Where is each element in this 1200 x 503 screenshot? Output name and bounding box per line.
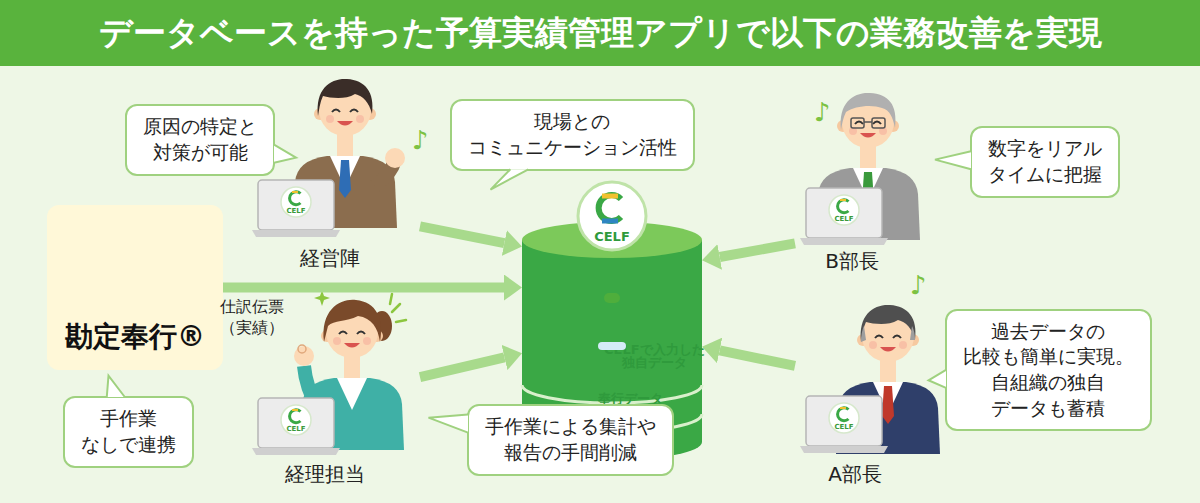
person-label: B部長 xyxy=(825,249,879,273)
node-text: 原因の特定と 対策が可能 xyxy=(143,114,257,165)
speech-bubble: 現場との コミュニケーション活性 xyxy=(450,99,695,170)
person-label: 経営陣 xyxy=(300,246,360,270)
edge-label-box: 仕訳伝票 （実績） xyxy=(220,297,284,339)
node-text: CELF xyxy=(522,230,702,243)
bubble-tail xyxy=(945,309,946,310)
background xyxy=(0,66,1200,503)
bubble-tail xyxy=(63,396,64,397)
person-figure: A部長 xyxy=(795,300,950,488)
flow-arrow xyxy=(720,243,795,257)
bubble-tail-shape xyxy=(928,370,946,388)
title-bar: データベースを持った予算実績管理アプリで以下の業務改善を実現 xyxy=(0,0,1200,66)
data-layer: 奉行データ xyxy=(598,342,626,350)
speech-bubble: 原因の特定と 対策が可能 xyxy=(125,104,275,175)
speech-bubble: 過去データの 比較も簡単に実現。 自組織の独自 データも蓄積 xyxy=(945,309,1152,432)
speech-bubble: 手作業による集計や 報告の手間削減 xyxy=(467,404,674,475)
bubble-tail-shape xyxy=(106,376,124,397)
bubble-tail xyxy=(467,404,468,405)
logo-mark xyxy=(602,194,618,199)
flow-arrow xyxy=(223,283,504,293)
person-label: 経理担当 xyxy=(285,462,365,486)
node-text: 手作業 なしで連携 xyxy=(81,406,176,457)
bubble-tail-shape xyxy=(274,145,296,163)
person-figure: 経営陣 xyxy=(245,75,420,272)
bubble-tail-shape xyxy=(935,152,971,170)
music-note: ♪ xyxy=(814,99,831,125)
logo-text: CELF xyxy=(286,426,305,433)
flow-arrow xyxy=(420,226,504,243)
music-note: ♪ xyxy=(412,127,429,153)
node-text: 手作業による集計や 報告の手間削減 xyxy=(485,414,656,465)
bubble-tail xyxy=(450,99,451,100)
system-box: 勘定奉行® xyxy=(47,205,223,370)
logo-mark xyxy=(602,219,618,224)
bubble-tail-shape xyxy=(490,170,528,190)
bubble-tail xyxy=(970,126,971,127)
title-bar xyxy=(0,0,1200,66)
speech-bubble: 手作業 なしで連携 xyxy=(63,396,194,467)
node-text: 過去データの 比較も簡単に実現。 自組織の独自 データも蓄積 xyxy=(963,319,1134,422)
edge-label: 仕訳伝票 （実績） xyxy=(220,297,284,339)
logo-text: CELF xyxy=(834,424,853,431)
bubble-tail-shape xyxy=(428,415,468,433)
music-note: ♪ xyxy=(910,272,927,298)
title-text: データベースを持った予算実績管理アプリで以下の業務改善を実現 xyxy=(99,11,1102,56)
logo-mark xyxy=(599,195,621,221)
flow-arrow xyxy=(420,357,504,377)
node-text: 数字をリアル タイムに把握 xyxy=(988,136,1102,187)
flow-arrow xyxy=(720,350,795,365)
logo-text: CELF xyxy=(286,208,305,215)
node-text: 現場との コミュニケーション活性 xyxy=(468,109,677,160)
node-text: 奉行データ xyxy=(598,392,626,405)
sparkle xyxy=(314,290,406,322)
data-layer: CELFで入力した 独自データ xyxy=(604,293,620,303)
bubble-tail xyxy=(125,104,126,105)
person-label: A部長 xyxy=(828,462,882,486)
logo-text: CELF xyxy=(834,216,853,223)
speech-bubble: 数字をリアル タイムに把握 xyxy=(970,126,1120,197)
node-text: 勘定奉行® xyxy=(47,318,223,356)
